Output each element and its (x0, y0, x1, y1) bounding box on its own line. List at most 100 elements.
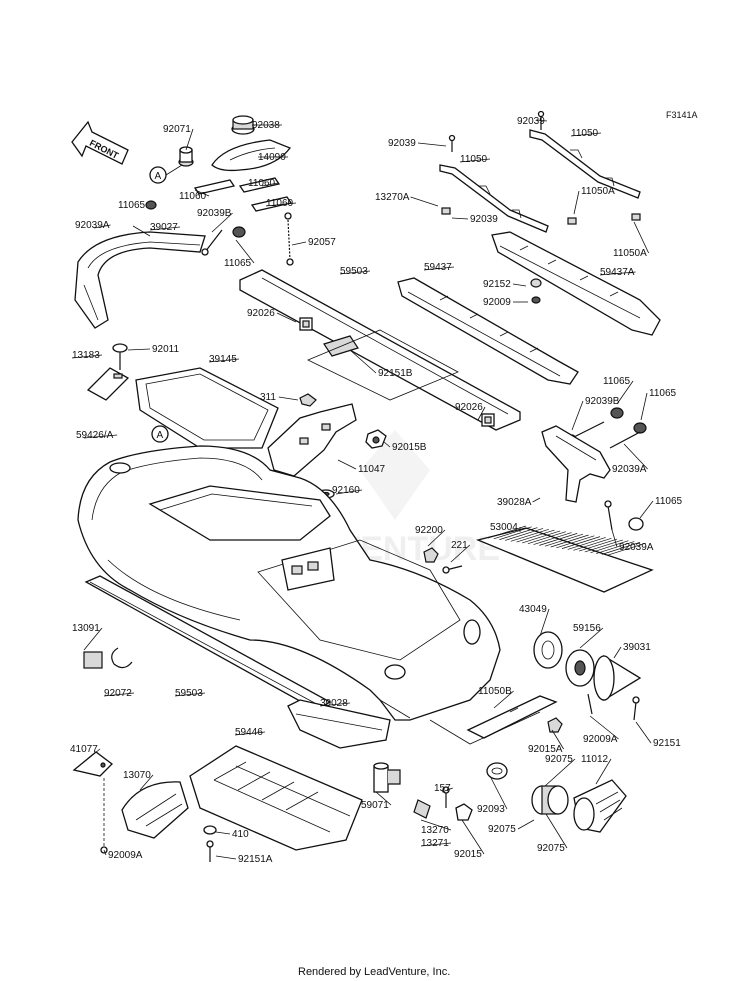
ref-code: F3141A (666, 110, 698, 120)
leader-line-40 (532, 497, 541, 503)
callout-a-1-label: A (155, 171, 162, 182)
leader-line-66 (420, 842, 452, 847)
leader-line-62 (215, 855, 237, 860)
leader-line-71 (545, 813, 568, 849)
part-label-9: 92039B (197, 208, 232, 219)
leader-line-48 (613, 646, 622, 659)
plug-13091 (83, 651, 103, 669)
leader-line-51 (493, 690, 514, 709)
grommet-11065-r3 (628, 517, 644, 531)
part-label-50: 92151 (653, 738, 681, 749)
leader-line-46 (539, 608, 550, 637)
ring-43049 (533, 631, 563, 669)
part-label-19: 11050A (613, 248, 647, 259)
leader-line-14 (570, 132, 602, 137)
leader-line-4 (261, 182, 279, 187)
part-label-38: 92039B (585, 396, 620, 407)
leader-line-22 (349, 349, 377, 374)
part-label-20: 59503 (340, 266, 368, 277)
part-label-45: 53004 (490, 522, 518, 533)
strap-11050-left (439, 164, 549, 233)
leader-line-3 (194, 189, 210, 197)
part-label-65: 13270 (421, 825, 449, 836)
part-label-39: 92039A (612, 464, 647, 475)
part-label-29: 39145 (209, 354, 237, 365)
leader-line-34 (83, 434, 118, 439)
leader-line-10 (235, 239, 255, 264)
leader-line-30 (278, 396, 299, 401)
bolt-92039-left (448, 134, 456, 152)
part-label-2: 14090 (258, 152, 286, 163)
part-label-41: 11065 (655, 496, 683, 507)
leader-line-59 (139, 774, 154, 791)
grommet-11065-r1 (610, 407, 624, 419)
clamp-92072 (111, 647, 133, 669)
footer-credit: Rendered by LeadVenture, Inc. (298, 966, 450, 978)
mat-hatch-line (579, 538, 618, 552)
pad-92026-a (299, 317, 313, 331)
rail-59437a (491, 231, 661, 336)
part-label-55: 59503 (175, 688, 203, 699)
leader-line-18 (573, 190, 580, 215)
leader-line-69 (544, 758, 576, 787)
leader-line-56 (319, 702, 351, 707)
part-label-42: 92039A (619, 542, 654, 553)
leader-line-37 (640, 392, 648, 421)
part-label-68: 92093 (477, 804, 505, 815)
part-label-40: 39028A (497, 497, 532, 508)
bolt-92009a (587, 693, 593, 715)
leader-line-21 (276, 312, 297, 323)
leader-line-31 (383, 441, 391, 448)
panel-59503-bottom (84, 575, 332, 711)
part-label-71: 92075 (537, 843, 565, 854)
part-label-28: 92011 (152, 344, 180, 355)
leader-line-16 (410, 196, 439, 207)
mat-hatch-line (544, 533, 584, 547)
part-label-25: 92009 (483, 297, 511, 308)
leader-line-55 (174, 692, 206, 697)
part-label-58: 59446 (235, 727, 263, 738)
mat-53004 (475, 525, 654, 593)
washer-410 (203, 825, 217, 835)
clip-13270a (441, 207, 451, 215)
part-label-6: 11065 (118, 200, 146, 211)
callout-a-2: A (151, 425, 169, 443)
leader-line-44 (450, 544, 471, 563)
part-label-22: 92151B (378, 368, 413, 379)
callout-a-1: A (149, 164, 183, 184)
callout-a-2-label: A (157, 430, 164, 441)
fin-13070 (121, 781, 189, 839)
leader-line-17 (451, 217, 469, 220)
bolt-92039a-r2 (604, 500, 613, 531)
part-label-27: 13183 (72, 350, 100, 361)
leader-line-61 (103, 849, 107, 856)
mat-hatch-line (584, 539, 623, 553)
nut-92015a (547, 717, 563, 733)
part-label-10: 11065 (224, 258, 252, 269)
mat-hatch-line (607, 542, 646, 556)
part-label-53: 13091 (72, 623, 100, 634)
leader-line-64 (441, 787, 453, 793)
part-label-70: 92075 (488, 824, 516, 835)
part-label-0: 92071 (163, 124, 191, 135)
part-label-17: 92039 (470, 214, 498, 225)
nut-92152 (530, 278, 542, 288)
part-label-47: 59156 (573, 623, 601, 634)
part-label-14: 11050 (571, 128, 599, 139)
leader-line-15 (459, 158, 491, 163)
rail-59437 (397, 277, 579, 385)
leader-line-41 (639, 500, 654, 519)
part-label-52: 92015A (528, 744, 563, 755)
bolt-92039a-r (609, 431, 641, 449)
pad-92026-b (481, 413, 495, 427)
mat-hatch-line (561, 536, 601, 549)
leader-line-23 (423, 266, 455, 271)
ring-92093 (486, 762, 508, 780)
part-label-51: 11050B (478, 686, 512, 697)
part-label-48: 39031 (623, 642, 651, 653)
leader-line-24 (512, 283, 527, 287)
leader-line-39 (623, 443, 648, 470)
clip-11050a-2 (631, 213, 641, 221)
front-arrow-icon: FRONT (71, 120, 129, 165)
